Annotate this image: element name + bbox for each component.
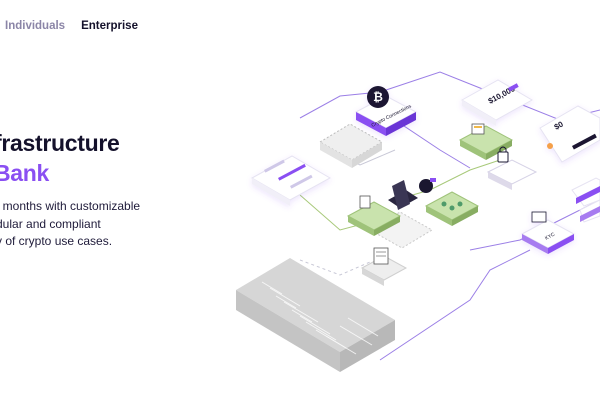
- crypto-connections-node: ₿ Crypto Connections: [354, 86, 418, 136]
- right-node-1: [571, 177, 600, 207]
- amount-card: $10,000: [460, 79, 534, 126]
- green-node-1: [458, 123, 514, 160]
- top-nav: Individuals Enterprise: [5, 20, 138, 32]
- nav-individuals[interactable]: Individuals: [5, 20, 66, 32]
- line-purple-mid: [394, 119, 471, 169]
- hero-title: frastructure Bank: [0, 128, 120, 188]
- hero-description: t months with customizable dular and com…: [0, 198, 196, 251]
- line-purple-bottom: [379, 249, 531, 361]
- green-node-3: [424, 191, 480, 226]
- kyc-label: KYC: [544, 231, 556, 241]
- hero-description-line2: dular and compliant: [0, 216, 101, 231]
- hero-title-line2: Bank: [0, 160, 50, 186]
- placeholder-block-top: [319, 123, 383, 168]
- id-card-icon: [531, 211, 547, 223]
- coin-icon: [441, 201, 447, 207]
- nav-enterprise[interactable]: Enterprise: [81, 20, 138, 32]
- code-panel: [236, 258, 395, 372]
- lock-icon: [497, 151, 509, 163]
- server-node: [360, 247, 408, 286]
- kyc-node: KYC: [520, 211, 576, 254]
- hero-title-line1: frastructure: [0, 130, 120, 156]
- card-device: [388, 178, 436, 210]
- amount-card-small: $0: [539, 105, 600, 163]
- lock-node: [486, 146, 538, 190]
- line-grey-dash: [299, 259, 371, 276]
- profile-card: [250, 155, 332, 206]
- hero-description-line3: y of crypto use cases.: [0, 234, 113, 248]
- svg-text:₿: ₿: [373, 90, 383, 104]
- hero-description-line1: t months with customizable: [0, 199, 141, 213]
- green-node-2: [346, 195, 402, 236]
- bitcoin-icon: [367, 86, 389, 108]
- right-node-2: [579, 199, 600, 223]
